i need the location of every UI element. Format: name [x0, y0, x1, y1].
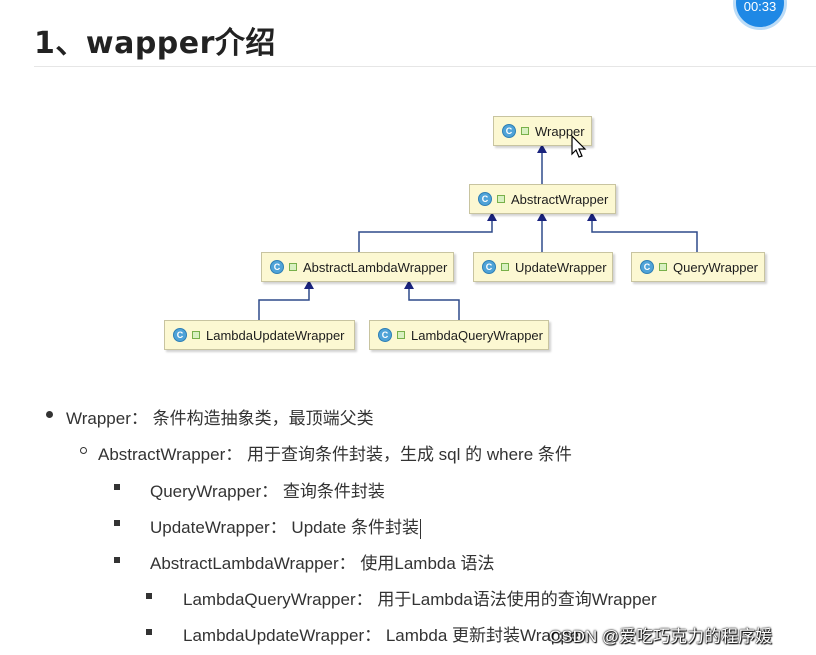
class-label: LambdaQueryWrapper	[411, 327, 543, 343]
bullet-square	[146, 593, 152, 599]
arrow-head-wrapper	[537, 144, 547, 153]
access-modifier-icon	[659, 263, 667, 271]
access-modifier-icon	[397, 331, 405, 339]
arrow-head-abstract-mid	[537, 212, 547, 221]
class-label: QueryWrapper	[673, 259, 759, 275]
connector-lines	[258, 144, 698, 322]
bullet-circle	[80, 447, 87, 454]
page-title: 1、wapper介绍	[34, 26, 276, 61]
edge-lambdaquery-to-abstractlambda	[408, 288, 460, 322]
class-node-update-wrapper[interactable]: C UpdateWrapper	[473, 252, 613, 282]
watermark: CSDN @爱吃巧克力的程序媛	[549, 627, 773, 646]
arrow-head-abstract-left	[487, 212, 497, 221]
title-divider	[34, 66, 816, 67]
list-item-query-wrapper: QueryWrapper： 查询条件封装	[150, 482, 385, 501]
class-node-abstract-wrapper[interactable]: C AbstractWrapper	[469, 184, 616, 214]
access-modifier-icon	[192, 331, 200, 339]
class-node-query-wrapper[interactable]: C QueryWrapper	[631, 252, 765, 282]
class-icon: C	[482, 260, 496, 274]
class-icon: C	[173, 328, 187, 342]
arrow-head-abstractlambda-right	[404, 280, 414, 289]
list-item-abstract-lambda-wrapper: AbstractLambdaWrapper： 使用Lambda 语法	[150, 554, 495, 573]
edge-abstractlambda-to-abstract	[358, 220, 493, 254]
edge-query-to-abstract	[591, 220, 698, 254]
timer-text: 00:33	[743, 0, 777, 14]
list-item-update-wrapper: UpdateWrapper： Update 条件封装	[150, 513, 421, 539]
bullet-square	[114, 520, 120, 526]
class-node-wrapper[interactable]: C Wrapper	[493, 116, 592, 146]
arrow-head-abstractlambda-left	[304, 280, 314, 289]
mouse-pointer-icon	[571, 135, 587, 158]
list-item-lambda-update-wrapper: LambdaUpdateWrapper： Lambda 更新封装Wrapper	[183, 626, 585, 645]
class-label: AbstractWrapper	[511, 191, 609, 207]
arrow-head-abstract-right	[587, 212, 597, 221]
class-node-lambda-update-wrapper[interactable]: C LambdaUpdateWrapper	[164, 320, 355, 350]
class-label: Wrapper	[535, 123, 585, 139]
access-modifier-icon	[289, 263, 297, 271]
class-icon: C	[640, 260, 654, 274]
bullet-square	[114, 557, 120, 563]
list-item-update-text: UpdateWrapper： Update 条件封装	[150, 518, 419, 537]
access-modifier-icon	[521, 127, 529, 135]
list-item-wrapper: Wrapper： 条件构造抽象类，最顶端父类	[66, 409, 374, 428]
class-icon: C	[502, 124, 516, 138]
class-label: AbstractLambdaWrapper	[303, 259, 448, 275]
class-icon: C	[378, 328, 392, 342]
bullet-square	[146, 629, 152, 635]
bullet-square	[114, 484, 120, 490]
list-item-abstract-wrapper: AbstractWrapper： 用于查询条件封装，生成 sql 的 where…	[98, 445, 572, 464]
text-cursor	[419, 518, 421, 539]
access-modifier-icon	[501, 263, 509, 271]
class-label: UpdateWrapper	[515, 259, 607, 275]
class-label: LambdaUpdateWrapper	[206, 327, 345, 343]
class-node-lambda-query-wrapper[interactable]: C LambdaQueryWrapper	[369, 320, 549, 350]
class-hierarchy-diagram: C Wrapper C AbstractWrapper C AbstractLa…	[164, 116, 765, 350]
edge-lambdaupdate-to-abstractlambda	[258, 288, 310, 322]
list-item-lambda-query-wrapper: LambdaQueryWrapper： 用于Lambda语法使用的查询Wrapp…	[183, 590, 657, 609]
class-icon: C	[270, 260, 284, 274]
class-icon: C	[478, 192, 492, 206]
class-node-abstract-lambda-wrapper[interactable]: C AbstractLambdaWrapper	[261, 252, 454, 282]
access-modifier-icon	[497, 195, 505, 203]
bullet-disc	[46, 411, 53, 418]
